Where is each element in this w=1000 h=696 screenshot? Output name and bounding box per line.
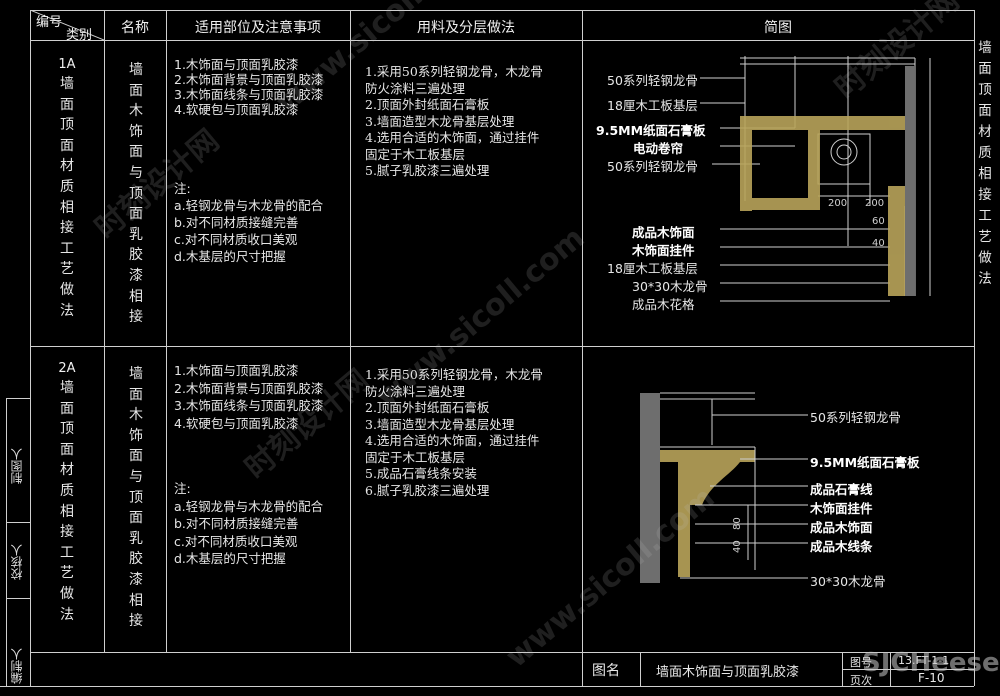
side-checker: 校核人 <box>10 544 24 580</box>
r2-label-4: 成品木饰面 <box>810 520 873 535</box>
side-box-div2 <box>6 598 30 599</box>
col-line-left <box>30 10 31 686</box>
row2-category: 墙面顶面材质相接工艺做法 <box>60 380 74 623</box>
svg-text:40: 40 <box>872 238 885 249</box>
header-sketch: 简图 <box>764 20 792 36</box>
header-bianhao: 编号 <box>36 15 63 30</box>
side-drawer: 制图人 <box>10 448 24 484</box>
r1-label-5: 成品木饰面 <box>632 225 695 240</box>
col-line-1 <box>104 10 105 652</box>
border-top <box>30 10 974 11</box>
footer-figno-value: 13.FT-1-1 <box>898 654 950 667</box>
svg-text:40: 40 <box>732 540 743 553</box>
col-line-2 <box>166 10 167 652</box>
col-line-4 <box>582 10 583 686</box>
header-materials: 用料及分层做法 <box>417 20 515 36</box>
footer-hline <box>842 669 974 670</box>
right-title: 墙面顶面材质相接工艺做法 <box>978 40 992 287</box>
r1-label-0: 50系列轻钢龙骨 <box>607 73 698 88</box>
header-bottom-line <box>30 40 974 41</box>
r1-label-1: 18厘木工板基层 <box>607 98 698 113</box>
svg-text:200: 200 <box>828 198 847 209</box>
row1-category: 墙面顶面材质相接工艺做法 <box>60 76 74 319</box>
row2-name: 墙面木饰面与顶面乳胶漆相接 <box>129 366 143 630</box>
row-divider <box>30 346 974 347</box>
svg-text:80: 80 <box>732 517 743 530</box>
side-editor: 编制人 <box>10 648 24 684</box>
r2-label-5: 成品木线条 <box>810 539 873 554</box>
r1-label-9: 成品木花格 <box>632 297 695 312</box>
r1-label-8: 30*30木龙骨 <box>632 279 708 294</box>
header-leibie: 类别 <box>66 28 93 43</box>
border-bottom <box>0 686 974 687</box>
corner-logo: SJCHeese <box>862 648 1000 678</box>
footer-title-value: 墙面木饰面与顶面乳胶漆 <box>656 665 800 680</box>
footer-page-value: F-10 <box>918 671 945 685</box>
r1-label-7: 18厘木工板基层 <box>607 261 698 276</box>
footer-figno-label: 图号 <box>850 656 872 669</box>
svg-text:60: 60 <box>872 216 885 227</box>
side-box-div1 <box>6 522 30 523</box>
r1-label-6: 木饰面挂件 <box>632 243 695 258</box>
header-name: 名称 <box>121 20 149 36</box>
row2-section-drawing: 80 40 <box>640 392 808 583</box>
col-line-3 <box>350 10 351 652</box>
col-line-right <box>974 10 975 686</box>
r2-label-0: 50系列轻钢龙骨 <box>810 410 901 425</box>
footer-title-label: 图名 <box>592 663 620 679</box>
r2-label-6: 30*30木龙骨 <box>810 574 886 589</box>
r2-label-1: 9.5MM纸面石膏板 <box>810 455 920 470</box>
r1-label-2: 9.5MM纸面石膏板 <box>596 123 706 138</box>
r2-label-2: 成品石膏线 <box>810 482 873 497</box>
row2-code: 2A <box>58 361 76 376</box>
footer-div1 <box>640 652 641 686</box>
footer-page-label: 页次 <box>850 674 872 687</box>
side-box-top <box>6 398 30 399</box>
r2-label-3: 木饰面挂件 <box>810 501 873 516</box>
header-parts: 适用部位及注意事项 <box>195 20 321 36</box>
svg-text:200: 200 <box>865 198 884 209</box>
header-diagonal <box>30 10 104 40</box>
row1-section-drawing: 200 200 60 40 <box>700 56 931 302</box>
r1-label-3: 电动卷帘 <box>633 141 684 156</box>
footer-top-line <box>30 652 974 653</box>
r1-label-4: 50系列轻钢龙骨 <box>607 159 698 174</box>
side-box-line <box>6 398 7 686</box>
row1-name: 墙面木饰面与顶面乳胶漆相接 <box>129 62 143 326</box>
row1-code: 1A <box>58 57 76 72</box>
